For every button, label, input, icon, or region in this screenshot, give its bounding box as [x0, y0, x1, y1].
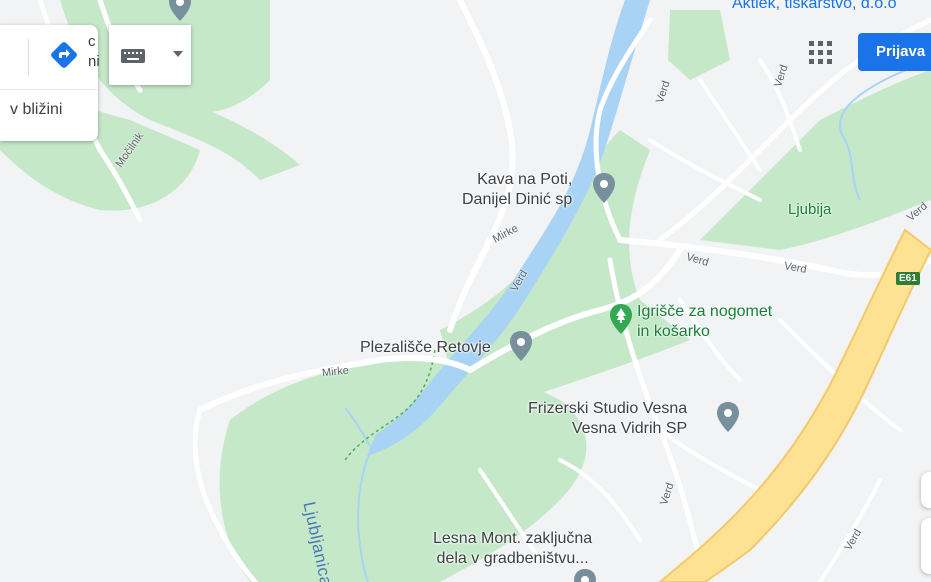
apps-grid-icon [809, 41, 832, 64]
road-local-1 [648, 138, 762, 202]
road-local-7 [478, 468, 542, 562]
stream-left [344, 407, 373, 449]
road-mirke [197, 355, 473, 413]
panel-partial-text-1: c [88, 33, 96, 50]
park-label-igrisce[interactable]: Igrišče za nogomet in košarko [637, 303, 773, 340]
road-verd-center [467, 247, 683, 373]
panel-partial-text-2: ni [88, 53, 100, 70]
river-ljubljanica [370, 0, 650, 455]
map-control-right-2[interactable] [921, 518, 931, 574]
top-business-label[interactable]: Aktiek, tiskarstvo, d.o.o [732, 0, 897, 12]
poi-pin-top-left[interactable] [168, 0, 192, 22]
map-control-right-1[interactable] [921, 472, 931, 508]
road-verd-main [447, 0, 516, 333]
nearby-button[interactable]: v bližini [10, 101, 63, 118]
directions-icon [51, 42, 77, 68]
park-area-south [219, 360, 587, 582]
poi-label-lesna[interactable]: Lesna Mont. zaključna dela v gradbeništv… [433, 530, 593, 567]
search-panel: c ni v bližini [0, 25, 100, 141]
poi-label-plezalisce[interactable]: Plezališče Retovje [360, 339, 491, 356]
highway-e61 [658, 228, 931, 582]
caret-down-icon[interactable] [173, 51, 183, 57]
river-lower [357, 439, 376, 582]
road-local-6 [558, 458, 642, 542]
road-local-3 [758, 58, 802, 152]
apps-button[interactable] [808, 40, 834, 66]
directions-button[interactable] [44, 35, 84, 75]
panel-divider [28, 39, 29, 75]
park-area-left-strip [60, 0, 300, 180]
road-verd-n [593, 17, 653, 243]
poi-label-frizerski[interactable]: Frizerski Studio Vesna Vesna Vidrih SP [528, 400, 688, 437]
stream-right [839, 59, 931, 201]
road-local-12 [678, 298, 742, 382]
poi-pin-kava[interactable] [592, 172, 616, 204]
park-area-left [0, 0, 270, 211]
poi-label-kava[interactable]: Kava na Poti, Danijel Dinić sp [462, 171, 573, 208]
road-mirke-loop [192, 407, 258, 582]
poi-pin-lesna[interactable] [573, 568, 597, 582]
road-local-9 [818, 478, 882, 582]
park-area-ljubija [700, 70, 931, 250]
poi-pin-plezalisce[interactable] [509, 330, 533, 362]
park-pin-igrisce[interactable] [609, 303, 633, 335]
road-local-2 [698, 78, 762, 172]
signin-button[interactable]: Prijava [858, 33, 931, 71]
panel-divider-horizontal [0, 89, 98, 90]
park-area-top [668, 10, 730, 80]
keyboard-icon [121, 49, 145, 63]
footpath [344, 349, 436, 461]
input-tools-button[interactable] [109, 25, 191, 85]
highway-badge: E61 [896, 272, 920, 285]
park-label-ljubija: Ljubija [788, 201, 832, 218]
poi-pin-frizerski[interactable] [716, 401, 740, 433]
